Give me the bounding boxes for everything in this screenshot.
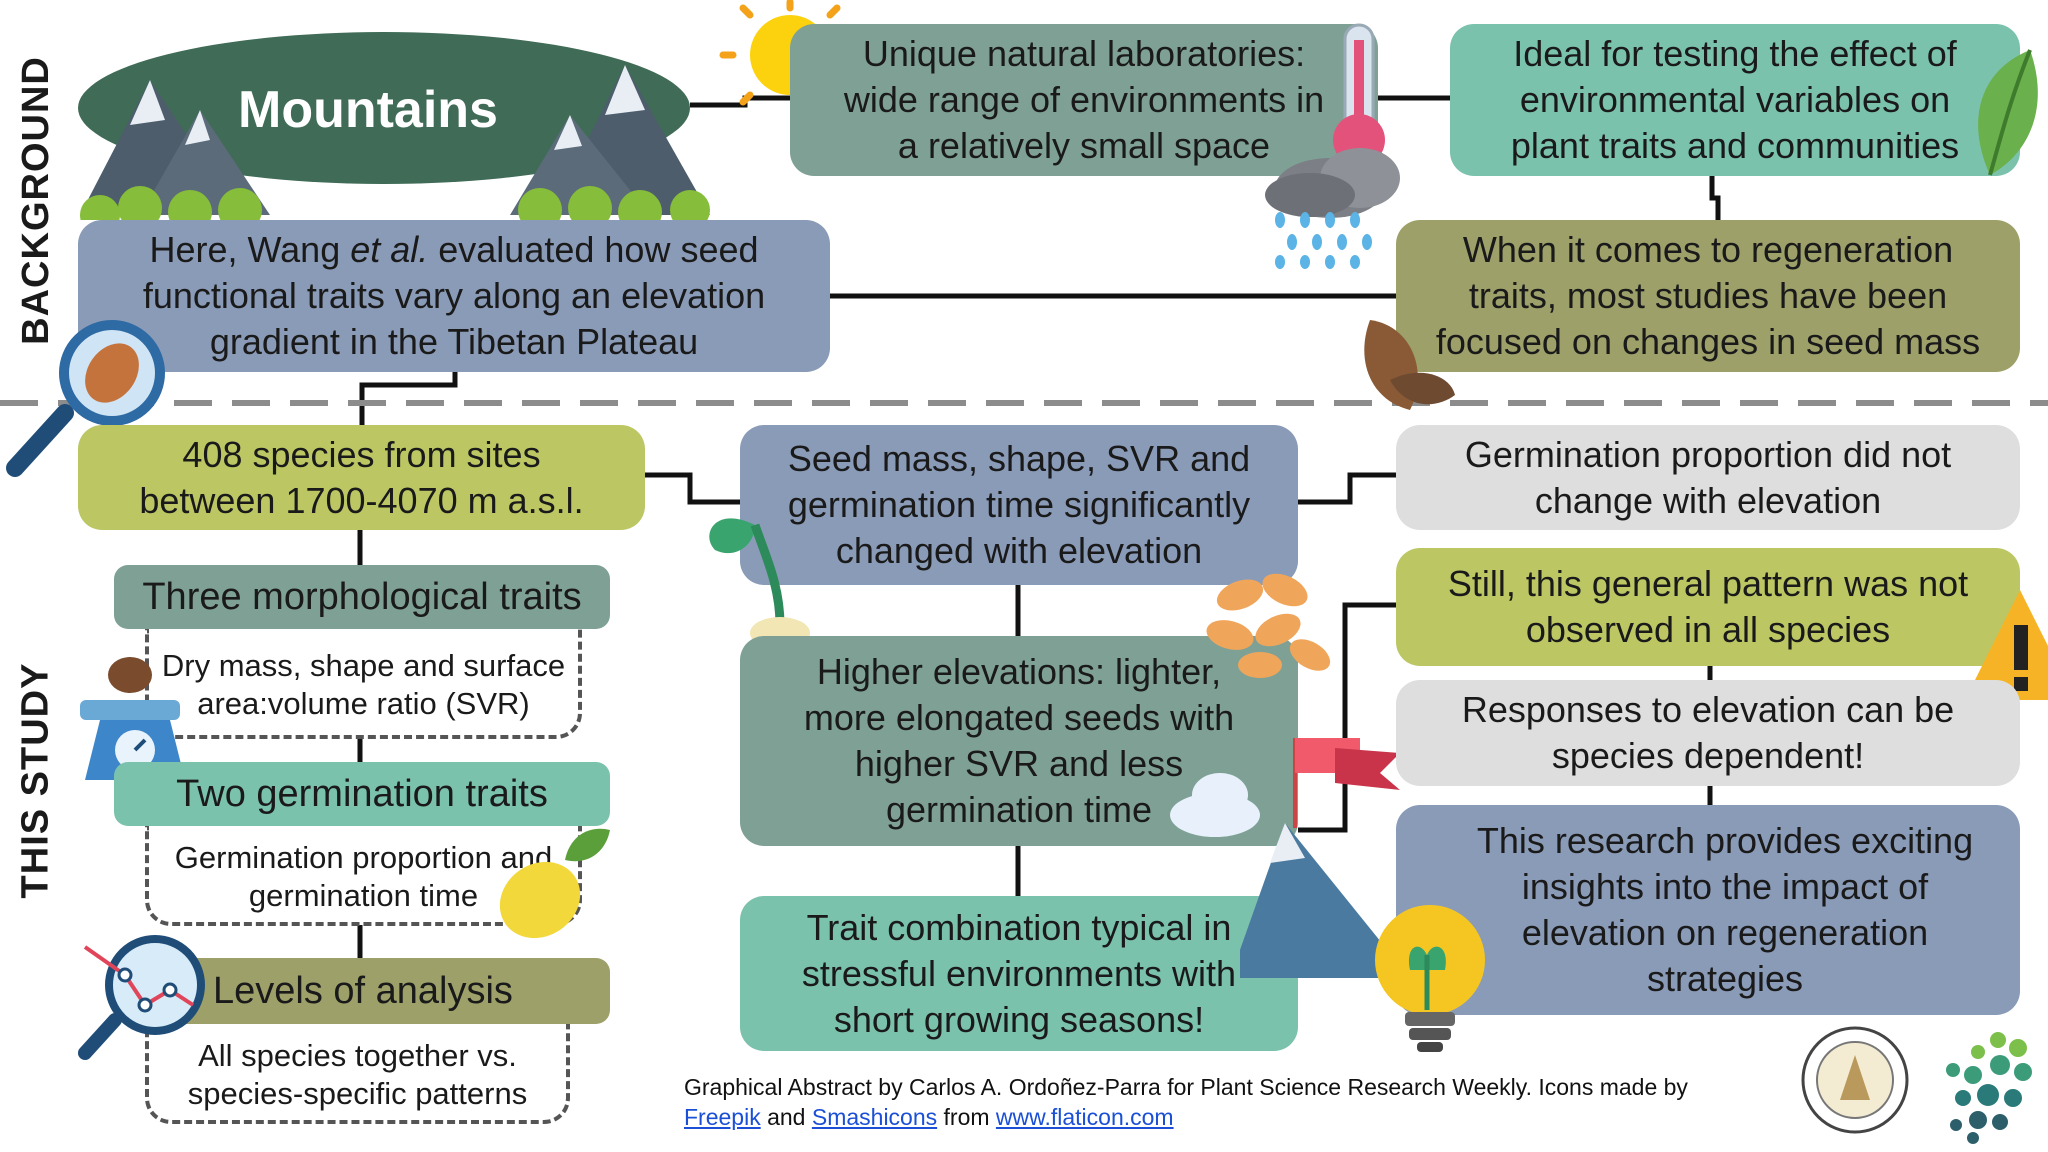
magnifier-icon — [6, 320, 165, 477]
unique-labs-line-1: Unique natural laboratories: — [862, 33, 1306, 74]
germ-prop-line-2: change with elevation — [1534, 479, 1882, 521]
regeneration-box: When it comes to regeneration traits, mo… — [1396, 220, 2020, 372]
trait-combo-line-3: short growing seasons! — [833, 998, 1205, 1040]
credits-and: and — [767, 1104, 806, 1130]
lemon-icon — [499, 828, 610, 939]
cloud-icon — [1170, 773, 1260, 837]
seed-mass-line-1: Seed mass, shape, SVR and — [787, 438, 1251, 479]
germ-title-pill: Two germination traits — [114, 762, 610, 826]
wang-intro-line-3: gradient in the Tibetan Plateau — [209, 321, 699, 362]
warning-icon — [1965, 590, 2048, 700]
ideal-testing-line-3: plant traits and communities — [1510, 125, 1960, 166]
higher-line-3: higher SVR and less — [854, 743, 1184, 784]
germ-detail-line-1: Germination proportion and — [174, 840, 553, 875]
responses-line-2: species dependent! — [1551, 735, 1865, 776]
freepik-link[interactable]: Freepik — [684, 1104, 761, 1130]
species-sites-box: 408 species from sites between 1700-4070… — [78, 425, 645, 530]
higher-line-4: germination time — [885, 789, 1153, 830]
higher-line-1: Higher elevations: lighter, — [816, 651, 1222, 692]
still-box: Still, this general pattern was not obse… — [1396, 548, 2020, 666]
morph-title: Three morphological traits — [142, 575, 582, 618]
responses-box: Responses to elevation can be species de… — [1396, 680, 2020, 786]
credits: Graphical Abstract by Carlos A. Ordoñez-… — [684, 1072, 1688, 1132]
still-line-2: observed in all species — [1525, 609, 1891, 650]
regeneration-line-1: When it comes to regeneration — [1462, 229, 1954, 270]
trait-combo-line-2: stressful environments with — [801, 952, 1237, 994]
unique-labs-line-2: wide range of environments in — [843, 79, 1325, 120]
responses-line-1: Responses to elevation can be — [1461, 689, 1955, 730]
ideal-testing-line-2: environmental variables on — [1519, 79, 1951, 120]
levels-title-pill: Levels of analysis — [145, 958, 610, 1024]
thermometer-icon — [1265, 23, 1400, 218]
mountains-title: Mountains — [238, 81, 498, 139]
regeneration-line-2: traits, most studies have been — [1468, 275, 1948, 316]
almond-icon — [1364, 320, 1455, 410]
leaf-icon — [1978, 49, 2038, 176]
ideal-testing-box: Ideal for testing the effect of environm… — [1450, 24, 2020, 176]
levels-detail-box: All species together vs. species-specifi… — [145, 1024, 570, 1124]
credits-from: from — [943, 1104, 990, 1130]
trait-combo-line-1: Trait combination typical in — [806, 906, 1232, 948]
higher-line-2: more elongated seeds with — [803, 697, 1235, 738]
flag-icon — [1240, 738, 1410, 978]
wang-intro-line-1: Here, Wang et al. evaluated how seed — [149, 229, 759, 270]
dots-logo-icon — [1946, 1032, 2032, 1144]
research-line-2: insights into the impact of — [1521, 866, 1929, 907]
sprout-icon — [709, 518, 810, 645]
trait-combo-box: Trait combination typical in stressful e… — [740, 896, 1298, 1051]
germ-detail-box: Germination proportion and germination t… — [145, 826, 582, 926]
section-label-background: BACKGROUND — [14, 55, 57, 345]
morph-detail-line-2: area:volume ratio (SVR) — [197, 686, 530, 721]
research-line-3: elevation on regeneration — [1521, 912, 1929, 953]
society-logo-icon — [1801, 1026, 1909, 1134]
unique-labs-line-3: a relatively small space — [897, 125, 1271, 166]
seed-mass-box: Seed mass, shape, SVR and germination ti… — [740, 425, 1298, 585]
germ-prop-box: Germination proportion did not change wi… — [1396, 425, 2020, 530]
chart-magnifier-icon — [78, 935, 205, 1060]
germ-detail-line-2: germination time — [248, 878, 479, 913]
section-label-this-study: THIS STUDY — [14, 662, 57, 898]
wang-intro-box: Here, Wang et al. evaluated how seed fun… — [78, 220, 830, 372]
wang-intro-line-2: functional traits vary along an elevatio… — [142, 275, 766, 316]
rain-cloud-icon — [1275, 212, 1372, 269]
germ-title: Two germination traits — [176, 772, 548, 815]
morph-detail-line-1: Dry mass, shape and surface — [161, 648, 566, 683]
morph-detail-box: Dry mass, shape and surface area:volume … — [145, 629, 582, 739]
levels-title: Levels of analysis — [213, 969, 513, 1012]
credits-text: Graphical Abstract by Carlos A. Ordoñez-… — [684, 1074, 1688, 1100]
mountain-icon — [1240, 823, 1410, 978]
seed-mass-line-3: changed with elevation — [835, 530, 1203, 571]
unique-labs-box: Unique natural laboratories: wide range … — [790, 24, 1378, 176]
species-sites-line-1: 408 species from sites — [182, 433, 541, 475]
mountain-icon — [80, 65, 710, 220]
still-line-1: Still, this general pattern was not — [1447, 563, 1969, 604]
flaticon-link[interactable]: www.flaticon.com — [995, 1104, 1174, 1130]
morph-title-pill: Three morphological traits — [114, 565, 610, 629]
levels-detail-line-1: All species together vs. — [198, 1038, 517, 1073]
research-line-1: This research provides exciting — [1476, 820, 1974, 861]
regeneration-line-3: focused on changes in seed mass — [1435, 321, 1981, 362]
peanuts-icon — [1206, 573, 1331, 678]
smashicons-link[interactable]: Smashicons — [811, 1104, 938, 1130]
ideal-testing-line-1: Ideal for testing the effect of — [1513, 33, 1957, 74]
light-bulb-icon — [1375, 905, 1485, 1052]
research-line-4: strategies — [1646, 958, 1804, 999]
seed-mass-line-2: germination time significantly — [787, 484, 1251, 525]
research-box: This research provides exciting insights… — [1396, 805, 2020, 1015]
germ-prop-line-1: Germination proportion did not — [1464, 433, 1952, 475]
levels-detail-line-2: species-specific patterns — [187, 1076, 528, 1111]
species-sites-line-2: between 1700-4070 m a.s.l. — [139, 479, 584, 521]
